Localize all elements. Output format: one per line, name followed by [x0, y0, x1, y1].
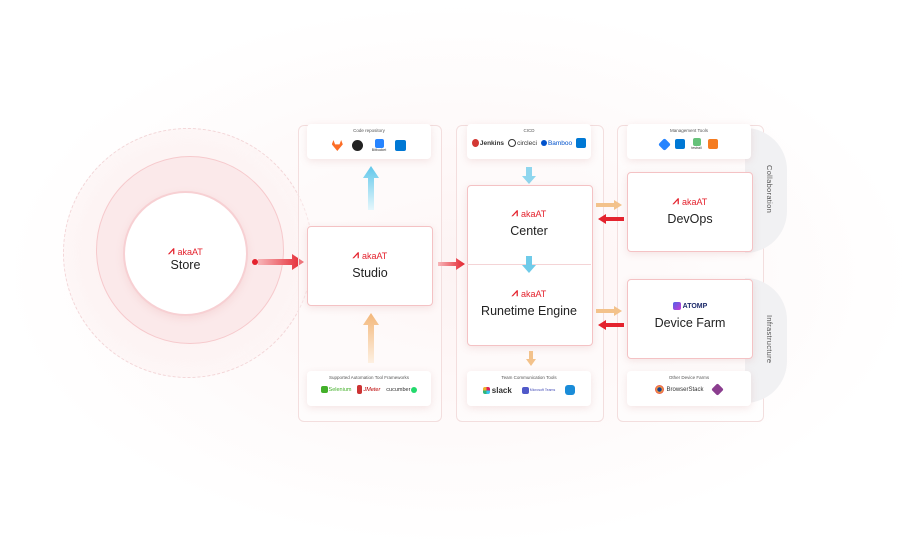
- cucumber-logo: cucumber: [386, 386, 418, 393]
- jenkins-icon: [471, 139, 479, 147]
- gitlab-icon: [331, 140, 343, 151]
- team-tools-card[interactable]: Team Communication Tools slack Microsoft…: [467, 371, 591, 406]
- brand-text: akaAT: [520, 208, 547, 219]
- code-repository-label: Code repository: [353, 128, 385, 133]
- azure-boards-icon: [675, 139, 686, 149]
- cicd-label: CICD: [523, 128, 535, 133]
- arrow-repo-studio: [363, 166, 379, 210]
- frameworks-label: Supported Automation Tool Frameworks: [329, 375, 409, 380]
- arrow-frameworks-studio: [363, 313, 379, 363]
- arrow-store-studio: [258, 254, 304, 270]
- azure-devops-icon: [395, 140, 407, 151]
- selenium-logo: Selenium: [320, 386, 351, 393]
- infrastructure-label: Infrastructure: [765, 315, 774, 364]
- collaboration-label: Collaboration: [765, 165, 774, 214]
- runtime-title: Runetime Engine: [481, 304, 577, 318]
- bamboo-logo: Bamboo: [540, 140, 572, 147]
- studio-node[interactable]: ⩘akaAT Studio: [307, 226, 433, 306]
- device-farm-node[interactable]: ATOMP Device Farm: [627, 279, 753, 359]
- other-farms-card[interactable]: Other Device Farms BrowserStack: [627, 371, 751, 406]
- jmeter-logo: JMeter: [357, 385, 380, 394]
- slack-logo: slack: [482, 386, 512, 395]
- redmine-icon: [707, 139, 718, 149]
- teams-logo: Microsoft Teams: [521, 386, 555, 394]
- circleci-logo: circleci: [508, 139, 537, 147]
- atomp-logo: ATOMP: [628, 302, 752, 310]
- center-title: Center: [510, 224, 548, 238]
- arrows-runtime-devicefarm: [596, 306, 624, 330]
- runtime-logo: ⩘akaAT: [467, 287, 591, 300]
- store-node[interactable]: ⩘akaAT Store: [125, 193, 246, 314]
- bitbucket-text: Bitbucket: [371, 148, 387, 152]
- device-farm-alt-icon: [710, 383, 724, 396]
- arrows-center-devops: [596, 200, 624, 224]
- arrow-cicd-center: [522, 167, 536, 184]
- testrail-icon: [692, 138, 701, 146]
- akaat-mark-icon: ⩘: [352, 249, 359, 261]
- center-node[interactable]: ⩘akaAT Center: [467, 185, 591, 264]
- akaat-mark-icon: ⩘: [168, 245, 175, 257]
- akaat-mark-icon: ⩘: [511, 207, 518, 219]
- testrail-text: testrail: [691, 146, 702, 150]
- arrow-center-runtime: [522, 256, 536, 273]
- circleci-icon: [508, 139, 517, 147]
- slack-icon: [482, 386, 490, 394]
- brand-text: akaAT: [681, 196, 708, 207]
- management-tools-card[interactable]: Management Tools testrail: [627, 124, 751, 159]
- akaat-mark-icon: ⩘: [511, 287, 518, 299]
- atomp-icon: [672, 302, 681, 310]
- brand-text: akaAT: [361, 250, 388, 261]
- brand-text: akaAT: [177, 246, 203, 257]
- github-icon: [351, 140, 363, 151]
- teams-icon: [521, 386, 529, 394]
- studio-title: Studio: [352, 266, 388, 280]
- browserstack-logo: BrowserStack: [655, 385, 704, 394]
- other-farms-label: Other Device Farms: [668, 375, 710, 380]
- browserstack-icon: [655, 385, 665, 394]
- selenium-icon: [320, 386, 328, 393]
- jira-icon: [658, 137, 672, 151]
- cucumber-icon: [411, 386, 418, 393]
- studio-logo: ⩘akaAT: [308, 249, 432, 262]
- team-tools-label: Team Communication Tools: [501, 375, 557, 380]
- connector-dot: [252, 259, 258, 265]
- bamboo-icon: [540, 140, 547, 146]
- calendar-icon: [565, 385, 576, 395]
- runtime-node[interactable]: ⩘akaAT Runetime Engine: [467, 265, 591, 344]
- jenkins-logo: Jenkins: [471, 139, 504, 147]
- devops-logo: ⩘akaAT: [628, 195, 752, 208]
- center-logo: ⩘akaAT: [467, 207, 591, 220]
- code-repository-card[interactable]: Code repository Bitbucket: [307, 124, 431, 159]
- management-tools-label: Management Tools: [670, 128, 708, 133]
- arrow-studio-center: [438, 258, 465, 270]
- azure-pipelines-icon: [576, 138, 587, 148]
- brand-text: akaAT: [520, 288, 547, 299]
- device-farm-title: Device Farm: [654, 316, 726, 330]
- akaat-mark-icon: ⩘: [672, 195, 679, 207]
- frameworks-card[interactable]: Supported Automation Tool Frameworks Sel…: [307, 371, 431, 406]
- arrow-runtime-team: [526, 351, 536, 366]
- store-logo: ⩘akaAT: [125, 245, 246, 258]
- store-title: Store: [170, 258, 201, 272]
- bitbucket-icon: [374, 139, 384, 148]
- jmeter-icon: [357, 385, 363, 394]
- devops-title: DevOps: [667, 212, 713, 226]
- devops-node[interactable]: ⩘akaAT DevOps: [627, 172, 753, 252]
- cicd-card[interactable]: CICD Jenkins circleci Bamboo: [467, 124, 591, 159]
